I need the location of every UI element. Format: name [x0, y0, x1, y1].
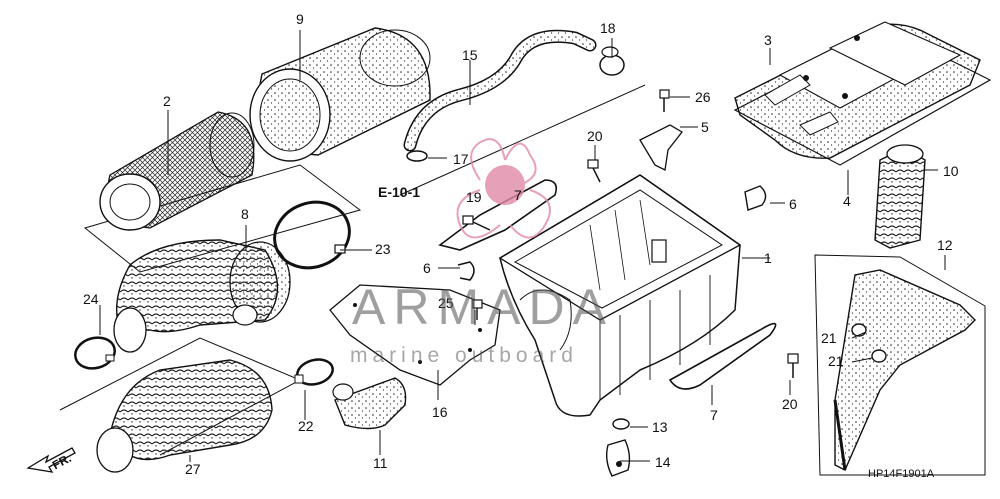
drawing-code: HP14F1901A [868, 468, 935, 480]
tube-group-frame [399, 84, 646, 196]
part-20-bolt-lower [787, 353, 799, 378]
part-label-13: 13 [652, 419, 668, 435]
front-arrow-icon [26, 447, 76, 473]
part-label-1: 1 [764, 250, 772, 266]
part-label-20-upper: 20 [587, 128, 603, 144]
part-7-wire-lower [668, 322, 777, 390]
part-label-8: 8 [241, 206, 249, 222]
part-21-grommet-lower [871, 349, 887, 363]
part-5-bracket [639, 124, 683, 171]
part-label-26: 26 [695, 89, 711, 105]
part-label-12: 12 [937, 237, 953, 253]
part-1-case [498, 174, 742, 417]
part-label-16: 16 [432, 404, 448, 420]
part-label-25: 25 [438, 295, 454, 311]
part-label-18: 18 [600, 20, 616, 36]
part-3-housing-cover [734, 21, 981, 159]
part-14-drain-cap [605, 439, 631, 477]
part-17-clip [406, 150, 428, 162]
part-9-foam-element [249, 27, 431, 162]
part-24-clamp [74, 336, 116, 370]
part-label-6-right: 6 [789, 196, 797, 212]
part-label-6-left: 6 [423, 260, 431, 276]
part-12-frame [814, 254, 986, 476]
part-label-10: 10 [943, 163, 959, 179]
part-11-box [332, 377, 407, 430]
part-27-intake-boot [96, 359, 273, 473]
part-label-21-upper: 21 [821, 330, 837, 346]
section-reference: E-10-1 [378, 184, 421, 200]
part-13-clip [612, 418, 630, 430]
part-label-14: 14 [655, 454, 671, 470]
part-25-bolt [472, 299, 483, 320]
part-12-cover-panel [833, 269, 976, 471]
part-26-bolt [659, 89, 670, 112]
part-19-bolt [462, 215, 491, 231]
part-label-3: 3 [764, 32, 772, 48]
part-label-24: 24 [83, 291, 99, 307]
watermark-brand: ARMADA [352, 279, 614, 335]
part-18-grommet [599, 46, 625, 76]
part-label-11: 11 [373, 455, 388, 471]
part-label-2: 2 [163, 93, 171, 109]
part-label-5: 5 [701, 119, 709, 135]
part-20-bolt-upper [587, 159, 601, 183]
part-label-7-lower: 7 [710, 407, 718, 423]
part-label-23: 23 [375, 241, 391, 257]
part-22-clamp [294, 358, 334, 386]
leader-lines [99, 30, 946, 462]
part-label-27: 27 [185, 461, 201, 477]
part-21-grommet-upper [851, 323, 867, 337]
part-7-wire-upper [438, 179, 558, 251]
part-label-22: 22 [298, 418, 314, 434]
part-label-21-lower: 21 [828, 353, 844, 369]
part-label-4: 4 [843, 193, 851, 209]
part-label-19: 19 [466, 189, 482, 205]
part-label-9: 9 [296, 11, 304, 27]
part-6-clip-left [457, 261, 475, 281]
part-label-7-upper: 7 [514, 187, 522, 203]
watermark-logo-icon [456, 138, 551, 239]
part-2-filter-element [99, 111, 255, 231]
part-10-duct [874, 144, 926, 249]
part-15-tube [403, 29, 597, 152]
watermark-tagline: marine outboard [350, 344, 578, 367]
part-label-15: 15 [462, 47, 478, 63]
part-16-bracket [329, 284, 501, 386]
part-label-17: 17 [453, 151, 469, 167]
part-6-clip-right [744, 185, 767, 211]
part-8-intake-boot [113, 239, 291, 353]
part-label-20-lower: 20 [782, 396, 798, 412]
